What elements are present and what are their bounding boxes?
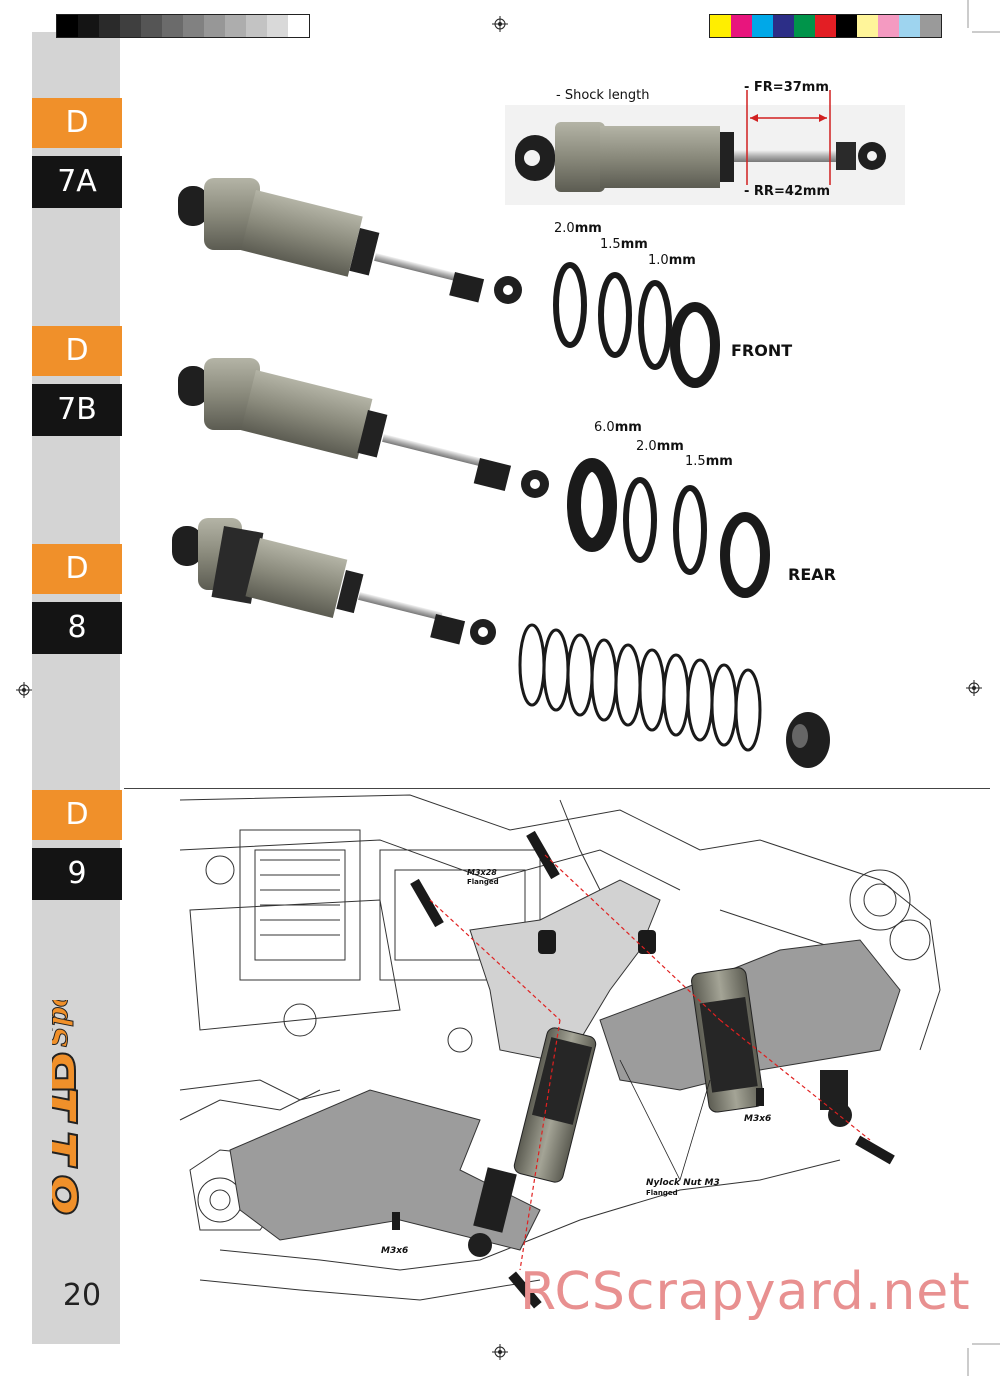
color-swatch xyxy=(857,15,878,37)
color-swatch xyxy=(204,15,225,37)
chassis-mount-illustration xyxy=(179,794,941,1309)
color-calibration-bar xyxy=(709,14,942,38)
logo-mark: 811 xyxy=(52,1081,93,1215)
color-swatch xyxy=(899,15,920,37)
page-number: 20 xyxy=(62,1278,102,1313)
spacer-size-label: 6.0mm xyxy=(594,420,642,435)
color-swatch xyxy=(288,15,309,37)
rear-heading: REAR xyxy=(788,565,836,584)
logo-sport-text: Sport xyxy=(52,1000,74,1047)
mounted-shock-left xyxy=(468,1027,597,1257)
screw-label-m3x28: M3x28 xyxy=(467,868,497,877)
shock-rear xyxy=(178,358,549,498)
front-spacer-clips xyxy=(553,262,720,388)
logo-mark: B xyxy=(52,1049,90,1095)
color-swatch xyxy=(141,15,162,37)
spacer-size-label: 1.5mm xyxy=(685,454,733,469)
color-swatch xyxy=(731,15,752,37)
color-swatch xyxy=(183,15,204,37)
step-letter: D xyxy=(32,326,122,376)
section-divider xyxy=(124,788,990,789)
color-swatch xyxy=(120,15,141,37)
spacer-size-label: 1.0mm xyxy=(648,253,696,268)
shock-length-label: - Shock length xyxy=(556,88,650,103)
color-swatch xyxy=(99,15,120,37)
color-swatch xyxy=(815,15,836,37)
color-swatch xyxy=(710,15,731,37)
color-swatch xyxy=(836,15,857,37)
screw-label-m3x6-left: M3x6 xyxy=(381,1246,409,1256)
color-swatch xyxy=(773,15,794,37)
spring xyxy=(518,623,762,752)
color-swatch xyxy=(267,15,288,37)
shock-front xyxy=(178,178,522,304)
step-letter: D xyxy=(32,790,122,840)
color-swatch xyxy=(246,15,267,37)
spring-collar xyxy=(786,712,830,768)
assembly-guide-lines xyxy=(429,854,871,1271)
nut-label: Nylock Nut M3 xyxy=(646,1178,720,1188)
registration-mark-icon xyxy=(492,16,508,32)
shock-length-inset xyxy=(505,90,905,205)
shock-assembly-illustration xyxy=(172,90,905,768)
color-swatch xyxy=(78,15,99,37)
step-number: 9 xyxy=(32,848,122,900)
screw-label-m3x6-right: M3x6 xyxy=(744,1114,772,1124)
color-swatch xyxy=(162,15,183,37)
mounted-shock-right xyxy=(691,967,852,1127)
registration-mark-icon xyxy=(966,680,982,696)
step-number: 7B xyxy=(32,384,122,436)
brand-logo: 811 B Sport xyxy=(52,1000,94,1216)
shock-spring-assembly xyxy=(172,518,496,645)
color-swatch xyxy=(878,15,899,37)
screws xyxy=(392,830,895,1309)
rear-length-label: - RR=42mm xyxy=(744,184,831,199)
nut-label-flanged: Flanged xyxy=(646,1189,678,1197)
watermark: RCScrapyard.net xyxy=(520,1262,971,1322)
registration-mark-icon xyxy=(492,1344,508,1360)
color-swatch xyxy=(752,15,773,37)
front-length-label: - FR=37mm xyxy=(744,80,829,95)
screw-label-flanged: Flanged xyxy=(467,878,499,886)
front-heading: FRONT xyxy=(731,341,793,360)
color-swatch xyxy=(225,15,246,37)
step-number: 7A xyxy=(32,156,122,208)
step-letter: D xyxy=(32,544,122,594)
step-number: 8 xyxy=(32,602,122,654)
rear-spacer-clips xyxy=(567,458,770,598)
spacer-size-label: 2.0mm xyxy=(554,221,602,236)
grayscale-calibration-bar xyxy=(56,14,310,38)
step-letter: D xyxy=(32,98,122,148)
registration-mark-icon xyxy=(16,682,32,698)
spacer-size-label: 1.5mm xyxy=(600,237,648,252)
color-swatch xyxy=(57,15,78,37)
color-swatch xyxy=(920,15,941,37)
color-swatch xyxy=(794,15,815,37)
sidebar xyxy=(32,32,120,1344)
spacer-size-label: 2.0mm xyxy=(636,439,684,454)
